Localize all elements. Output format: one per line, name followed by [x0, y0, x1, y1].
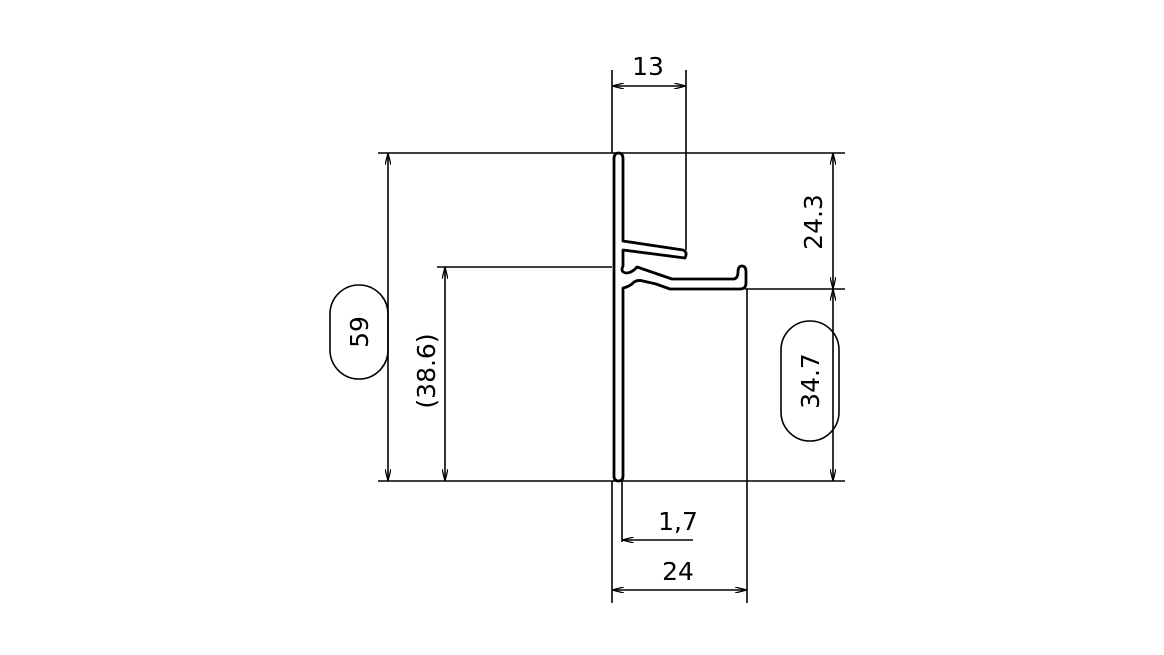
- label-59: 59: [345, 316, 374, 348]
- dimension-oval-59: [329, 284, 389, 380]
- label-24-3: 24.3: [799, 194, 828, 250]
- label-24: 24: [662, 557, 694, 586]
- label-1-7: 1,7: [658, 507, 698, 536]
- label-34-7: 34.7: [796, 353, 825, 409]
- label-13: 13: [632, 52, 664, 81]
- dimension-oval-34-7: [780, 320, 840, 442]
- label-38-6: (38.6): [412, 333, 441, 408]
- aluminium-profile-outline: [612, 151, 748, 483]
